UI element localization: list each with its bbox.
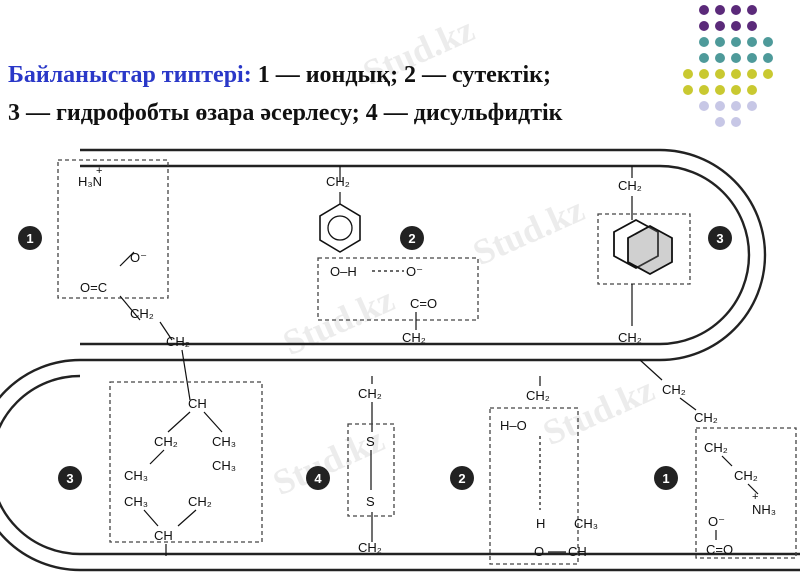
ch-label: CH xyxy=(568,544,587,559)
hydrogen-bond-box xyxy=(489,407,579,565)
title-line-1-rest: 1 — иондық; 2 — сутектік; xyxy=(251,62,551,88)
ch3-label: CH₃ xyxy=(212,458,236,473)
ch2-label: CH₂ xyxy=(618,330,642,345)
svg-text:3: 3 xyxy=(716,231,723,246)
title-line-1: Байланыстар типтері: 1 — иондық; 2 — сут… xyxy=(8,56,748,94)
o-minus-label: O⁻ xyxy=(708,514,725,529)
ch3-label: CH₃ xyxy=(124,468,148,483)
ch2-label: CH₂ xyxy=(188,494,212,509)
hydrogen-bond-box xyxy=(317,257,479,321)
charge-plus: + xyxy=(96,165,102,177)
ch-label: CH xyxy=(154,528,173,543)
teal-dots xyxy=(699,37,773,63)
hydrophobic-bond-box xyxy=(109,381,263,543)
badge-group: 1 2 3 4 2 1 3 xyxy=(18,226,732,490)
c-eq-o-label: C=O xyxy=(410,296,437,311)
svg-text:2: 2 xyxy=(458,471,465,486)
ch2-label: CH₂ xyxy=(358,386,382,401)
ionic-bond-box xyxy=(57,159,169,299)
polypeptide-backbone xyxy=(0,148,800,572)
ch2-label: CH₂ xyxy=(526,388,550,403)
ch2-label: CH₂ xyxy=(402,330,426,345)
svg-text:1: 1 xyxy=(662,471,669,486)
slide-title: Байланыстар типтері: 1 — иондық; 2 — сут… xyxy=(8,56,748,132)
sulfur-label: S xyxy=(366,434,375,449)
svg-text:1: 1 xyxy=(26,231,33,246)
ch2-label: CH₂ xyxy=(662,382,686,397)
bond-number-badge: 2 xyxy=(450,466,474,490)
ch-label: CH xyxy=(188,396,207,411)
disulfide-bond-box xyxy=(347,423,395,517)
lavender-dots xyxy=(699,101,757,127)
ch2-label: CH₂ xyxy=(704,440,728,455)
purple-dots xyxy=(699,5,757,31)
bond-number-badge: 2 xyxy=(400,226,424,250)
svg-text:3: 3 xyxy=(66,471,73,486)
decorative-dot-grid xyxy=(683,5,773,127)
bond-number-badge: 1 xyxy=(654,466,678,490)
ch2-label: CH₂ xyxy=(694,410,718,425)
title-line-2: 3 — гидрофобты өзара әсерлесу; 4 — дисул… xyxy=(8,100,563,126)
nh3-label: H₃N xyxy=(78,174,102,189)
ch2-label: CH₂ xyxy=(154,434,178,449)
stacked-ring-icon xyxy=(613,218,659,270)
yellow-dots xyxy=(683,69,773,95)
benzene-ring-icon xyxy=(319,203,361,253)
ch2-label: CH₂ xyxy=(358,540,382,555)
o-eq-c-label: O=C xyxy=(80,280,107,295)
protein-bonds-diagram: H₃N + O⁻ O=C CH₂ CH₂ CH₂ O–H O⁻ C=O CH₂ … xyxy=(0,148,800,572)
oxygen-label: O xyxy=(534,544,544,559)
sulfur-label: S xyxy=(366,494,375,509)
oh-label: O–H xyxy=(330,264,357,279)
bond-number-badge: 3 xyxy=(58,466,82,490)
bond-number-badge: 4 xyxy=(306,466,330,490)
ch2-label: CH₂ xyxy=(166,334,190,349)
c-eq-o-label: C=O xyxy=(706,542,733,557)
ch2-label: CH₂ xyxy=(326,174,350,189)
ch2-label: CH₂ xyxy=(130,306,154,321)
svg-text:4: 4 xyxy=(314,471,322,486)
ch3-label: CH₃ xyxy=(124,494,148,509)
ionic-bond-box xyxy=(695,427,797,559)
title-lead: Байланыстар типтері: xyxy=(8,62,252,88)
nh3-label: NH₃ xyxy=(752,502,776,517)
bond-number-badge: 3 xyxy=(708,226,732,250)
o-minus-label: O⁻ xyxy=(130,250,147,265)
hydrogen-label: H xyxy=(536,516,545,531)
bond-number-badge: 1 xyxy=(18,226,42,250)
ch2-label: CH₂ xyxy=(734,468,758,483)
hydrophobic-bond-box xyxy=(597,213,691,285)
ho-label: H–O xyxy=(500,418,527,433)
charge-plus: + xyxy=(752,491,758,503)
ch3-label: CH₃ xyxy=(212,434,236,449)
ch2-label: CH₂ xyxy=(618,178,642,193)
ch3-label: CH₃ xyxy=(574,516,598,531)
svg-text:2: 2 xyxy=(408,231,415,246)
o-minus-label: O⁻ xyxy=(406,264,423,279)
stacked-ring-icon xyxy=(627,224,673,276)
